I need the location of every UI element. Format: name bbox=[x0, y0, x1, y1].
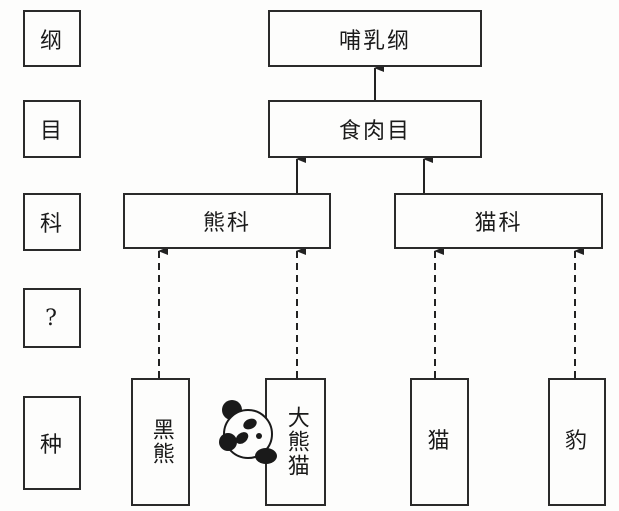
class-node: 哺乳纲 bbox=[268, 10, 482, 67]
family-node-bear: 熊科 bbox=[123, 193, 331, 249]
order-node: 食肉目 bbox=[268, 100, 482, 158]
species-node-leopard: 豹 bbox=[548, 378, 606, 506]
rank-label-order: 目 bbox=[23, 100, 81, 158]
rank-label-class: 纲 bbox=[23, 10, 81, 67]
species-label: 黑熊 bbox=[148, 418, 174, 466]
rank-label-species: 种 bbox=[23, 396, 81, 490]
species-label: 豹 bbox=[564, 428, 589, 454]
rank-label-genus-unknown: ? bbox=[23, 288, 81, 348]
species-node-black-bear: 黑熊 bbox=[131, 378, 190, 506]
family-node-cat: 猫科 bbox=[394, 193, 603, 249]
species-label: 猫 bbox=[427, 428, 452, 454]
species-node-cat: 猫 bbox=[410, 378, 469, 506]
rank-label-family: 科 bbox=[23, 193, 81, 251]
species-label: 大熊猫 bbox=[283, 406, 309, 478]
panda-icon bbox=[219, 400, 277, 464]
